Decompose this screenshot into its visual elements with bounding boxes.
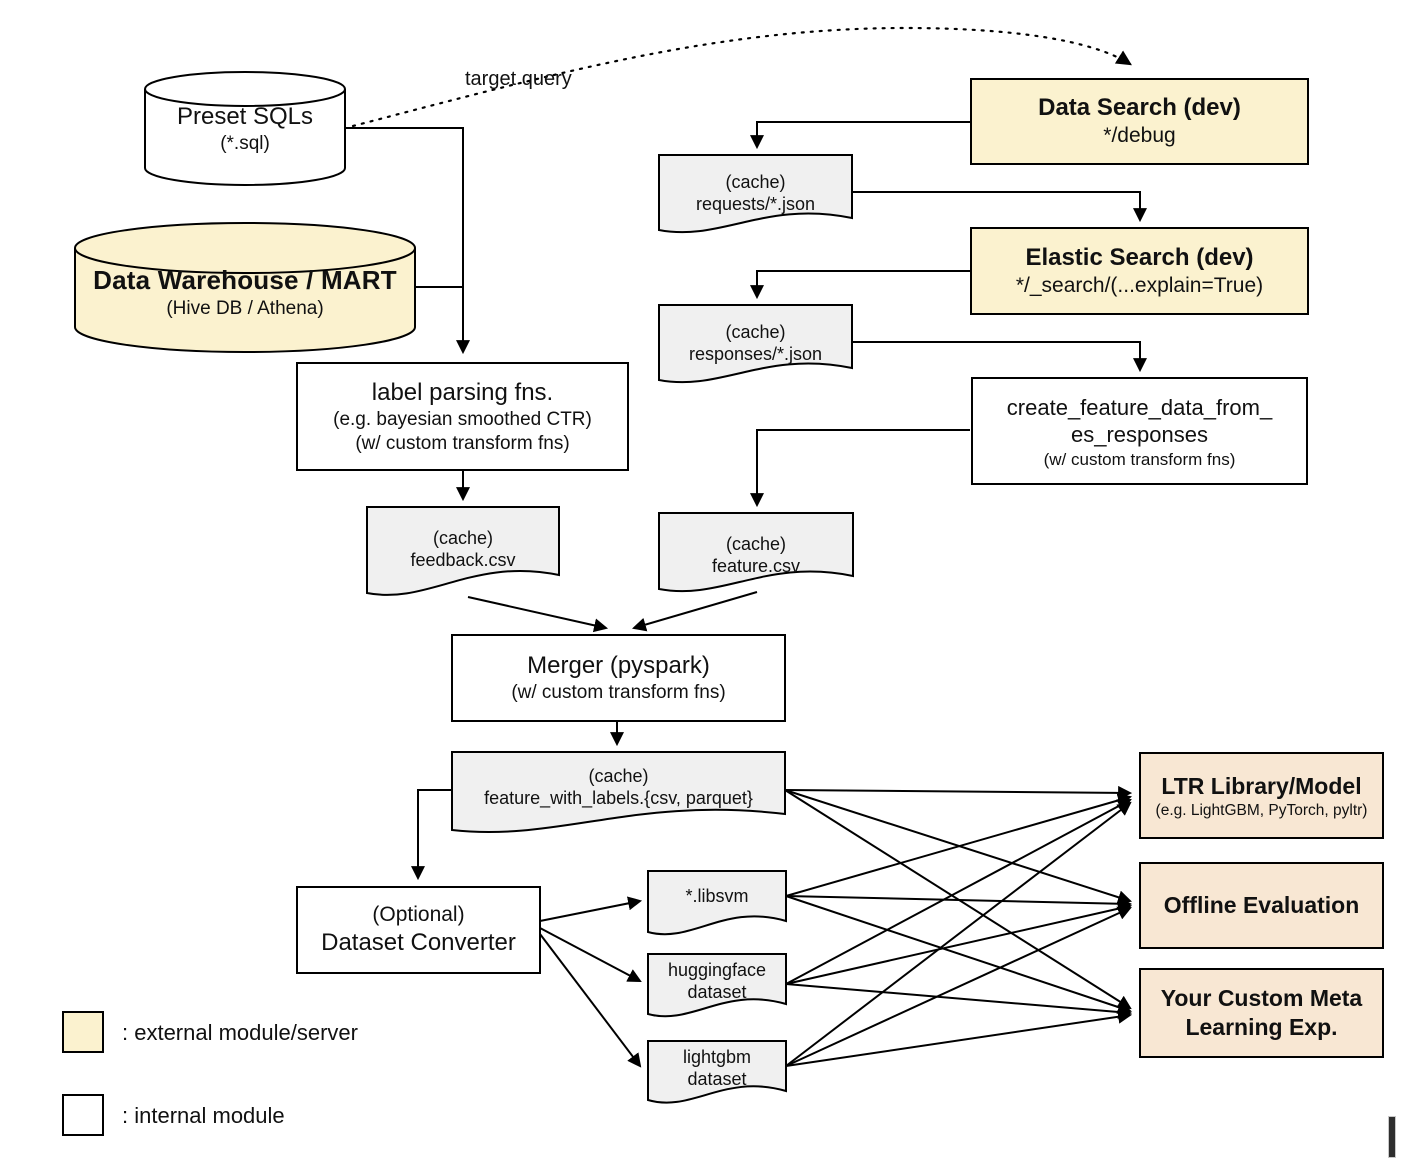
responses-json-doc — [658, 304, 853, 384]
create-feature-box — [971, 377, 1308, 485]
data-search-box — [970, 78, 1309, 165]
edge-datasearch-to-requests — [750, 121, 970, 150]
edge-libsvm-to-offline — [785, 895, 1133, 911]
cursor-artifact — [1388, 1116, 1396, 1158]
edge-requests-to-elastic — [852, 191, 1147, 223]
feature-with-labels-doc — [451, 751, 786, 834]
edge-fwl-to-offline — [784, 789, 1132, 905]
edge-lightgbm-to-offline — [785, 906, 1132, 1067]
connectors — [345, 26, 1147, 1068]
edge-feedback-to-merger — [467, 596, 609, 633]
legend-external-swatch — [62, 1011, 104, 1053]
edge-fwl-to-converter — [411, 789, 452, 881]
edge-preset-to-labelparsing — [345, 127, 470, 355]
edge-lightgbm-to-ltr — [785, 801, 1132, 1067]
legend-internal-swatch — [62, 1094, 104, 1136]
offline-evaluation-box — [1139, 862, 1384, 949]
preset-sqls-cylinder — [144, 71, 346, 186]
libsvm-doc — [647, 870, 787, 936]
dataset-converter-box — [296, 886, 541, 974]
edge-converter-to-lightgbm — [539, 933, 642, 1068]
edge-responses-to-createfeature — [852, 341, 1147, 373]
edge-huggingface-to-ltr — [785, 799, 1132, 985]
label-parsing-box — [296, 362, 629, 471]
huggingface-dataset-doc — [647, 953, 787, 1018]
edge-target-query-dotted — [351, 26, 1132, 128]
edge-fwl-to-ltr — [784, 785, 1133, 800]
feedback-csv-doc — [366, 506, 560, 596]
elastic-search-box — [970, 227, 1309, 315]
edge-converter-to-libsvm — [539, 896, 643, 922]
edge-libsvm-to-ltr — [785, 793, 1133, 897]
edge-lightgbm-to-custom — [785, 1009, 1133, 1067]
edge-elastic-to-responses — [750, 270, 970, 300]
merger-box — [451, 634, 786, 722]
edge-huggingface-to-offline — [785, 901, 1133, 985]
edge-huggingface-to-custom — [785, 983, 1133, 1019]
legend-external-label: : external module/server — [122, 1020, 358, 1045]
edge-libsvm-to-custom — [785, 895, 1132, 1014]
edge-createfeature-to-featurecsv — [750, 429, 970, 508]
requests-json-doc — [658, 154, 853, 234]
ltr-library-box — [1139, 752, 1384, 839]
data-warehouse-cylinder — [74, 222, 416, 353]
edge-converter-to-huggingface — [539, 927, 642, 982]
custom-meta-box — [1139, 968, 1384, 1058]
edge-featurecsv-to-merger — [631, 591, 758, 632]
feature-csv-doc — [658, 512, 854, 593]
lightgbm-dataset-doc — [647, 1040, 787, 1104]
legend-internal-label: : internal module — [122, 1103, 285, 1128]
